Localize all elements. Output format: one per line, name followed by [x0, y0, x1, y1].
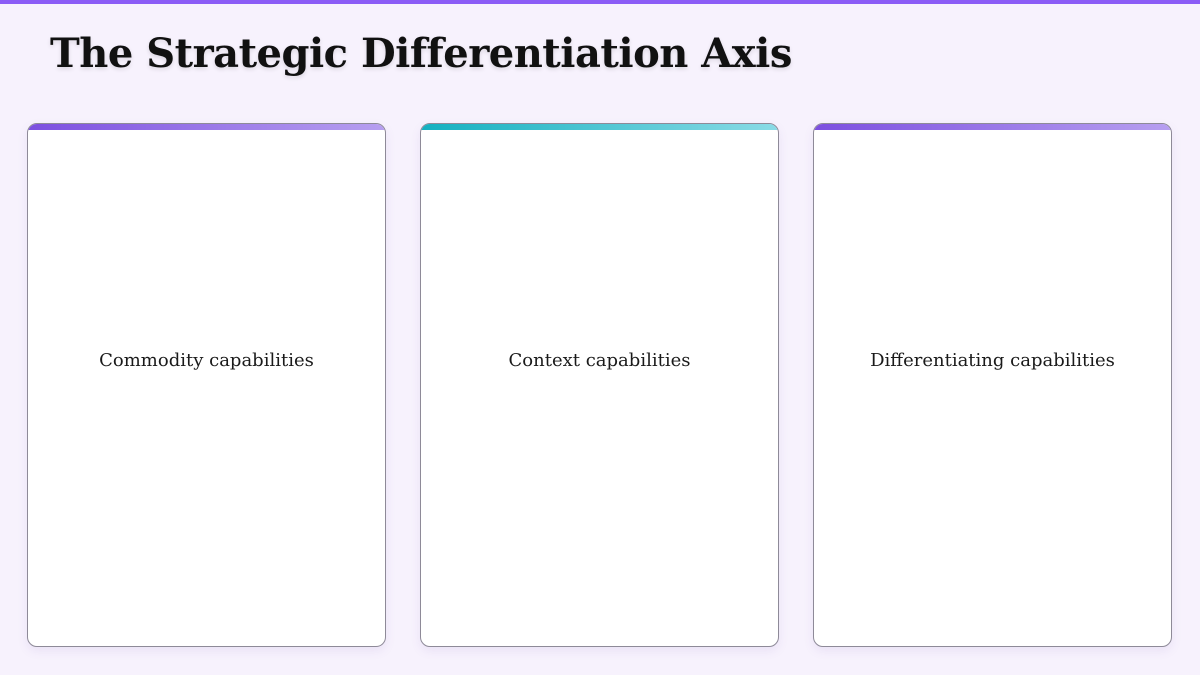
card-label: Differentiating capabilities — [870, 350, 1115, 371]
card-context-capabilities: Context capabilities — [420, 123, 779, 647]
top-accent-bar — [0, 0, 1200, 4]
card-label: Commodity capabilities — [99, 350, 314, 371]
card-label: Context capabilities — [508, 350, 691, 371]
card-accent-bar — [814, 124, 1171, 130]
card-accent-bar — [421, 124, 778, 130]
slide-title: The Strategic Differentiation Axis — [50, 30, 792, 77]
card-commodity-capabilities: Commodity capabilities — [27, 123, 386, 647]
card-accent-bar — [28, 124, 385, 130]
card-differentiating-capabilities: Differentiating capabilities — [813, 123, 1172, 647]
